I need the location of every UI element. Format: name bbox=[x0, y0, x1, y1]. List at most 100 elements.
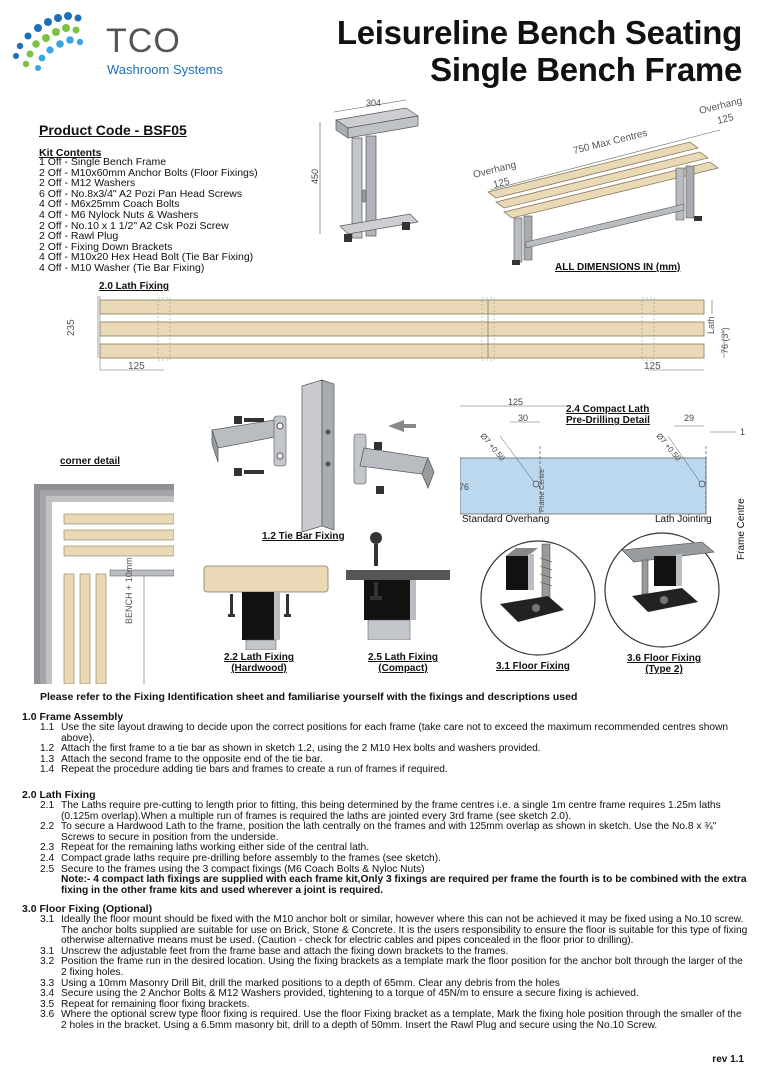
step-number: 3.5 bbox=[40, 998, 55, 1010]
step-number: 1.2 bbox=[40, 743, 55, 755]
step-text: Secure to the frames using the 3 compact… bbox=[61, 863, 425, 875]
page-title: Leisureline Bench Seating Single Bench F… bbox=[337, 14, 742, 88]
instruction-step: 1.4 Repeat the procedure adding tie bars … bbox=[22, 765, 748, 776]
bench-overhang-left: Overhang bbox=[472, 160, 517, 181]
step-text: Where the optional screw type floor fixi… bbox=[61, 1009, 742, 1031]
logo-brand: TCO bbox=[106, 22, 181, 60]
floor-fixing-36-line2: (Type 2) bbox=[645, 664, 683, 675]
step-text: Repeat the procedure adding tie bars and… bbox=[61, 764, 448, 776]
floor-fixing-36-line1: 3.6 Floor Fixing bbox=[627, 653, 701, 664]
kit-item: 2 Off - Rawl Plug bbox=[39, 230, 119, 243]
kit-item: 4 Off - M10 Washer (Tie Bar Fixing) bbox=[39, 261, 205, 274]
step-text: Compact grade laths require pre-drilling… bbox=[61, 852, 441, 864]
compact-lath-label-line2: Pre-Drilling Detail bbox=[566, 415, 650, 426]
compact-dim-1: 1 bbox=[740, 427, 745, 437]
floor-fixing-31-label: 3.1 Floor Fixing bbox=[496, 661, 570, 672]
floor-fixing-31-drawing bbox=[480, 540, 596, 656]
bench-overhang-right-val: 125 bbox=[716, 112, 735, 127]
compact-dim-30: 30 bbox=[518, 413, 528, 423]
kit-item: 2 Off - Fixing Down Brackets bbox=[39, 240, 173, 253]
step-text: Attach the second frame to the opposite … bbox=[61, 753, 323, 765]
instruction-step: 1.2 Attach the first frame to a tie bar a… bbox=[22, 743, 748, 755]
step-number: 3.3 bbox=[40, 977, 55, 989]
bench-3d-drawing: Overhang 125 750 Max Centres Overhang 12… bbox=[472, 96, 743, 265]
kit-item: 1 Off - Single Bench Frame bbox=[39, 156, 167, 168]
step-text: Repeat for remaining floor fixing bracke… bbox=[61, 998, 250, 1010]
all-dimensions-note: ALL DIMENSIONS IN (mm) bbox=[555, 262, 681, 273]
step-number: 2.4 bbox=[40, 852, 55, 864]
compact-predrill-drawing: 125 30 29 1 Ø7 +0.50 Ø7 +0.50 Frame Cent… bbox=[460, 397, 745, 518]
instruction-step: 3.3 Using a 10mm Masonry Drill Bit, drill… bbox=[22, 977, 748, 990]
lath-size: 76 (3") bbox=[720, 327, 730, 354]
compact-fixing-line2: (Compact) bbox=[378, 663, 428, 674]
compact-frame-centre: Frame Centre bbox=[539, 469, 546, 512]
logo-subtitle: Washroom Systems bbox=[107, 62, 223, 77]
kit-item: 4 Off - M6x25mm Coach Bolts bbox=[39, 198, 180, 211]
company-logo: TCO Washroom Systems bbox=[10, 10, 250, 82]
tie-bar-fixing-label: 1.2 Tie Bar Fixing bbox=[262, 531, 345, 542]
step-number: 2.2 bbox=[40, 821, 55, 833]
step-number: 2.1 bbox=[40, 800, 55, 811]
section-heading: 2.0 Lath Fixing bbox=[22, 789, 96, 801]
step-text: To secure a Hardwood Lath to the frame, … bbox=[61, 821, 717, 843]
compact-fixing-drawing bbox=[346, 532, 450, 640]
instruction-step: 2.4 Compact grade laths require pre-drill… bbox=[22, 852, 748, 865]
compact-dim-29: 29 bbox=[684, 413, 694, 423]
step-number: 1.4 bbox=[40, 764, 55, 776]
frame-centre-side-label: Frame Centre bbox=[736, 498, 747, 560]
instruction-step: 1.3 Attach the second frame to the opposi… bbox=[22, 753, 748, 766]
bench-overhang-right: Overhang bbox=[698, 96, 743, 117]
section-heading: 3.0 Floor Fixing (Optional) bbox=[22, 903, 153, 915]
floor-fixing-36-label: 3.6 Floor Fixing (Type 2) bbox=[614, 653, 714, 675]
compact-fixing-line1: 2.5 Lath Fixing bbox=[367, 652, 438, 663]
title-line-1: Leisureline Bench Seating bbox=[336, 14, 742, 51]
frame-height-dim: 450 bbox=[310, 169, 320, 184]
step-text: The Laths require pre-cutting to length … bbox=[61, 800, 721, 822]
step-number: 3.6 bbox=[40, 1009, 55, 1021]
corner-detail-drawing bbox=[34, 484, 174, 684]
kit-contents-heading: Kit Contents bbox=[39, 147, 102, 159]
kit-item: 2 Off - No.10 x 1 1/2" A2 Csk Pozi Screw bbox=[39, 219, 229, 232]
kit-item: 4 Off - M6 Nylock Nuts & Washers bbox=[39, 208, 199, 221]
lath-jointing-label: Lath Jointing bbox=[655, 514, 712, 525]
step-number: 1.3 bbox=[40, 753, 55, 765]
section-heading: 1.0 Frame Assembly bbox=[22, 711, 124, 723]
step-text: Using a 10mm Masonry Drill Bit, drill th… bbox=[61, 977, 560, 989]
hardwood-fixing-line2: (Hardwood) bbox=[231, 663, 287, 674]
hardwood-fixing-drawing bbox=[203, 565, 329, 650]
kit-item: 4 Off - M10x20 Hex Head Bolt (Tie Bar Fi… bbox=[39, 251, 254, 264]
step-number: 3.1 bbox=[40, 914, 55, 925]
step-text: Secure using the 2 Anchor Bolts & M12 Wa… bbox=[61, 988, 639, 1000]
title-line-2: Single Bench Frame bbox=[430, 51, 742, 88]
bench-centres: 750 Max Centres bbox=[572, 128, 649, 157]
lath-plan-drawing: 235 125 125 Lath 76 (3") bbox=[66, 296, 730, 372]
revision: rev 1.1 bbox=[712, 1054, 744, 1065]
compact-fixing-label: 2.5 Lath Fixing (Compact) bbox=[358, 652, 448, 674]
step-text: Repeat for the remaining laths working e… bbox=[61, 842, 370, 854]
lath-fixing-label: 2.0 Lath Fixing bbox=[99, 281, 170, 292]
step-text: Position the frame run in the desired lo… bbox=[61, 956, 743, 978]
bench-10mm-label: BENCH + 10mm bbox=[124, 557, 134, 624]
step-text: Note:- 4 compact lath fixings are suppli… bbox=[61, 874, 747, 896]
instruction-step: 2.1 The Laths require pre-cutting to leng… bbox=[22, 800, 748, 822]
kit-item: 6 Off - No.8x3/4" A2 Pozi Pan Head Screw… bbox=[39, 187, 243, 200]
kit-item: 2 Off - M10x60mm Anchor Bolts (Floor Fix… bbox=[39, 166, 258, 179]
lath-dim-125-right: 125 bbox=[644, 361, 661, 372]
compact-lath-label: 2.4 Compact Lath Pre-Drilling Detail bbox=[566, 404, 650, 426]
instruction-step: 3.5 Repeat for remaining floor fixing bra… bbox=[22, 998, 748, 1011]
step-text: Attach the first frame to a tie bar as s… bbox=[61, 743, 541, 755]
instruction-step: Note:- 4 compact lath fixings are suppli… bbox=[22, 874, 748, 896]
hardwood-fixing-line1: 2.2 Lath Fixing bbox=[223, 652, 294, 663]
kit-item: 2 Off - M12 Washers bbox=[39, 177, 136, 190]
instruction-step: 2.2 To secure a Hardwood Lath to the fram… bbox=[22, 821, 748, 843]
step-text: Use the site layout drawing to decide up… bbox=[61, 722, 729, 744]
